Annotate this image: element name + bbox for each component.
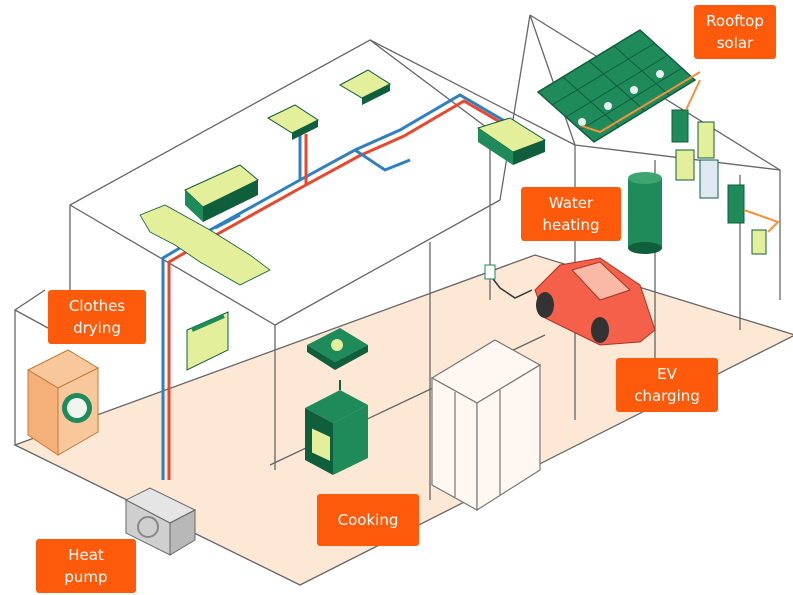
range-hood-icon <box>307 328 368 370</box>
electrical-panel-icon <box>671 79 780 255</box>
water-heating-label: Water heating <box>521 187 621 241</box>
mini-split-icon <box>476 117 547 165</box>
clothes-drying-label: Clothes drying <box>48 290 146 344</box>
hvac-ducts <box>161 93 525 480</box>
clothes-dryer-icon <box>26 349 100 456</box>
cooking-label: Cooking <box>317 494 419 546</box>
ceiling-vent-icon <box>266 69 392 140</box>
heat-pump-unit-icon <box>124 487 197 556</box>
closet-icon <box>430 339 542 512</box>
air-handler-icon <box>139 164 271 286</box>
heat-pump-label: Heat pump <box>36 539 136 593</box>
electric-stove-icon <box>305 380 368 475</box>
ev-charging-label: EV charging <box>616 358 718 412</box>
wall-heater-icon <box>186 311 229 371</box>
rooftop-solar-label: Rooftop solar <box>694 5 776 59</box>
solar-panels-icon <box>536 29 701 143</box>
electric-car-icon <box>484 257 656 346</box>
water-heater-icon <box>628 172 662 254</box>
